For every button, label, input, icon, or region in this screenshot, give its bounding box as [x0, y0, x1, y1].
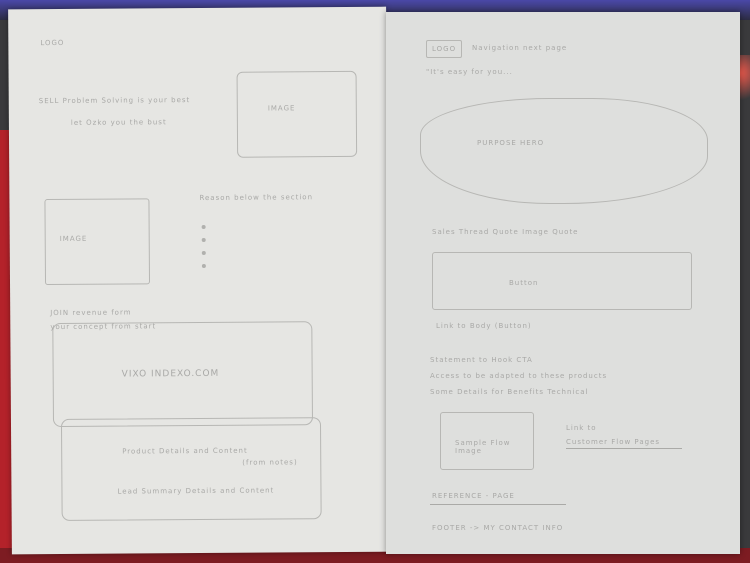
aside-line-2: Customer Flow Pages — [566, 438, 661, 446]
button-label: Button — [509, 279, 539, 287]
right-paper-sheet: LOGO Navigation next page "It's easy for… — [386, 12, 740, 554]
reasons-heading: Reason below the section — [199, 193, 314, 202]
left-paper-sheet: LOGO SELL Problem Solving is your best l… — [8, 6, 390, 555]
logo-sketch: LOGO — [40, 38, 65, 48]
image-label-2: IMAGE — [59, 234, 88, 243]
image-placeholder-3: Sample Flow Image — [440, 412, 534, 470]
bullet-mark — [201, 250, 206, 255]
image-label-1: IMAGE — [267, 104, 296, 113]
reference-text: REFERENCE - PAGE — [432, 492, 515, 500]
paragraph-line-1: Statement to Hook CTA — [430, 356, 533, 364]
logo-box: LOGO — [426, 40, 462, 58]
aside-line-1: Link to — [566, 424, 597, 432]
hero-cloud-box: PURPOSE HERO — [420, 98, 708, 204]
reference-underline — [430, 504, 566, 505]
image-label-3: Sample Flow Image — [455, 439, 511, 455]
image-placeholder-2: IMAGE — [44, 198, 151, 286]
footer-text: FOOTER -> MY CONTACT INFO — [432, 524, 564, 532]
paragraph-line-3: Some Details for Benefits Technical — [430, 388, 589, 396]
join-text-line-1: JOIN revenue form — [50, 308, 132, 318]
hero-text-line-1: SELL Problem Solving is your best — [38, 96, 191, 106]
banner-text: VIXO INDEXO.COM — [121, 368, 220, 380]
link-text: Link to Body (Button) — [436, 322, 532, 330]
bullet-mark — [201, 263, 206, 268]
button-sketch-box: Button — [432, 252, 692, 310]
panel-text-line-1: Product Details and Content — [122, 446, 248, 456]
bullet-mark — [201, 237, 206, 242]
aside-underline — [566, 448, 682, 449]
product-panel-box: Product Details and Content (from notes)… — [60, 417, 322, 521]
banner-box: VIXO INDEXO.COM — [52, 321, 314, 428]
logo-sketch: LOGO — [432, 45, 457, 53]
section-heading: Sales Thread Quote Image Quote — [432, 228, 579, 236]
panel-text-line-2: (from notes) — [242, 458, 298, 467]
panel-text-line-3: Lead Summary Details and Content — [117, 486, 275, 496]
paragraph-line-2: Access to be adapted to these products — [430, 372, 608, 380]
hero-label: PURPOSE HERO — [477, 139, 545, 147]
bullet-mark — [201, 224, 206, 229]
header-nav-text: Navigation next page — [472, 44, 568, 52]
subheader-text: "It's easy for you... — [426, 68, 513, 76]
hero-text-line-2: let Ozko you the bust — [70, 118, 167, 127]
image-placeholder-1: IMAGE — [236, 70, 358, 158]
